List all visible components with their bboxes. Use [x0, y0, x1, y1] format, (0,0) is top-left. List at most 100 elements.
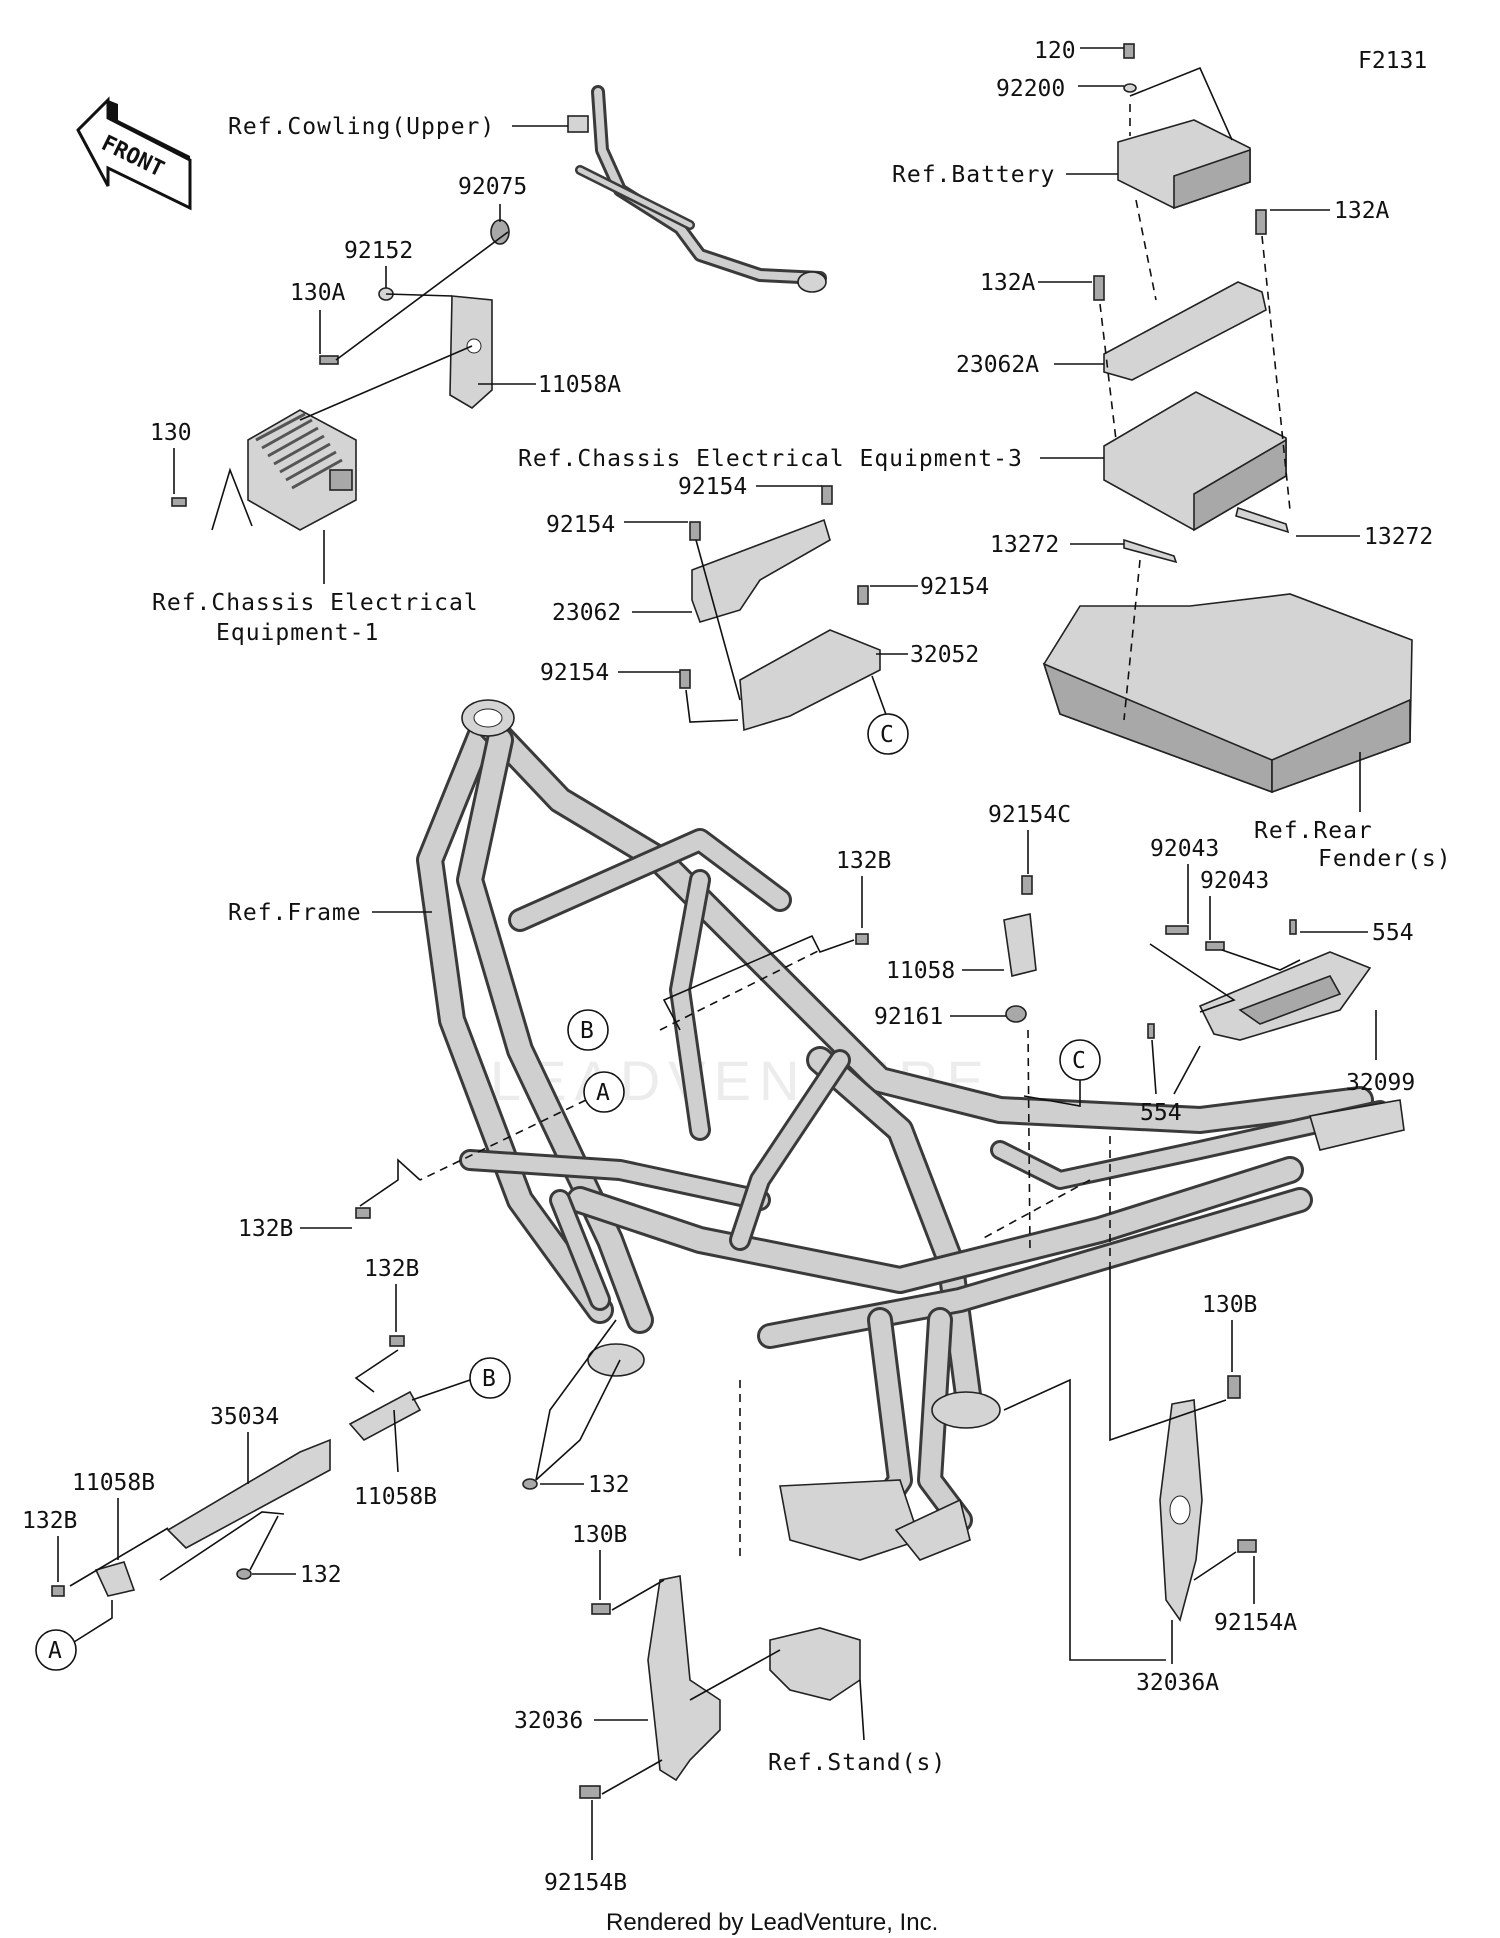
washer-92200 [1123, 83, 1137, 93]
label-ref-chassis-elec-1-l2: Equipment-1 [216, 620, 379, 646]
label-92154-d: 92154 [540, 660, 609, 686]
battery-tray [1042, 593, 1413, 794]
cowling-stay [567, 85, 827, 293]
bracket-23062 [691, 518, 831, 623]
bolt-130 [171, 497, 187, 507]
callout-b-lower [469, 1357, 511, 1399]
collar-92075 [490, 219, 510, 245]
label-32036: 32036 [514, 1708, 583, 1734]
footer-credit: Rendered by LeadVenture, Inc. [606, 1909, 938, 1936]
label-11058: 11058 [886, 958, 955, 984]
callout-c-mid-label: C [1072, 1048, 1086, 1074]
label-92154-c: 92154 [920, 574, 989, 600]
bolt-92154-b [821, 485, 833, 505]
label-554-b: 554 [1140, 1100, 1182, 1126]
label-ref-stand: Ref.Stand(s) [768, 1750, 946, 1776]
label-130B-l: 130B [572, 1522, 627, 1548]
bracket-11058B-m [348, 1390, 422, 1442]
label-92075: 92075 [458, 174, 527, 200]
stand-bracket [769, 1627, 861, 1701]
bolt-92154A [1237, 1539, 1257, 1553]
bolt-132B-bl [51, 1585, 65, 1597]
label-132B-left: 132B [238, 1216, 293, 1242]
nut-132-a [522, 1478, 538, 1490]
label-23062A: 23062A [956, 352, 1039, 378]
label-132A-r: 132A [1334, 198, 1390, 224]
regulator-unit [247, 409, 357, 531]
label-11058B-m: 11058B [354, 1484, 437, 1510]
label-92161: 92161 [874, 1004, 943, 1030]
label-32036A: 32036A [1136, 1670, 1219, 1696]
label-13272-l: 13272 [990, 532, 1059, 558]
callout-a-lower [35, 1629, 77, 1671]
bolt-132B-mid [389, 1335, 405, 1347]
label-32099: 32099 [1346, 1070, 1415, 1096]
label-132A-l: 132A [980, 270, 1036, 296]
label-92154-a: 92154 [678, 474, 747, 500]
callout-a-frame [583, 1071, 625, 1113]
bolt-130B-r [1227, 1375, 1241, 1399]
label-ref-rear-fender-l2: Fender(s) [1318, 846, 1452, 872]
bolt-132A-r [1255, 209, 1267, 235]
label-11058A: 11058A [538, 372, 621, 398]
bolt-92043-b [1205, 941, 1225, 951]
bolt-130B-l [591, 1603, 611, 1615]
label-ref-battery: Ref.Battery [892, 162, 1055, 188]
label-ref-cowling: Ref.Cowling(Upper) [228, 114, 495, 140]
bracket-32052 [739, 629, 881, 732]
front-arrow-icon: FRONT [76, 96, 192, 211]
label-ref-chassis-elec-3: Ref.Chassis Electrical Equipment-3 [518, 446, 1023, 472]
label-32052: 32052 [910, 642, 979, 668]
label-132B-bl: 132B [22, 1508, 77, 1534]
pin-554-b [1147, 1023, 1155, 1039]
nut-132-b [236, 1568, 252, 1580]
callout-a-frame-label: A [596, 1080, 610, 1106]
bolt-120 [1123, 43, 1135, 59]
callout-a-lower-label: A [48, 1638, 62, 1664]
bolt-132B-top [855, 933, 869, 945]
label-ref-frame: Ref.Frame [228, 900, 362, 926]
diagram-id: F2131 [1358, 48, 1427, 74]
label-132B-mid: 132B [364, 1256, 419, 1282]
bolt-92154-a [689, 521, 701, 541]
label-132B-top: 132B [836, 848, 891, 874]
bracket-23062A [1103, 281, 1267, 381]
band-13272-l [1123, 538, 1178, 564]
bracket-11058B-l [94, 1561, 136, 1597]
callout-b-lower-label: B [482, 1366, 496, 1392]
callout-b-frame-label: B [580, 1018, 594, 1044]
label-35034: 35034 [210, 1404, 279, 1430]
label-11058B-l: 11058B [72, 1470, 155, 1496]
bracket-11058 [1003, 913, 1037, 977]
label-132-b: 132 [300, 1562, 342, 1588]
band-13272-r [1235, 506, 1290, 534]
plate-32036A [1159, 1399, 1203, 1622]
label-23062: 23062 [552, 600, 621, 626]
label-92152: 92152 [344, 238, 413, 264]
label-92200: 92200 [996, 76, 1065, 102]
label-92043-b: 92043 [1200, 868, 1269, 894]
bolt-130A [319, 355, 339, 365]
label-92043-a: 92043 [1150, 836, 1219, 862]
label-13272-r: 13272 [1364, 524, 1433, 550]
bolt-92154-c [857, 585, 869, 605]
label-ref-rear-fender-l1: Ref.Rear [1254, 818, 1373, 844]
bolt-132B-left [355, 1207, 371, 1219]
label-ref-chassis-elec-1-l1: Ref.Chassis Electrical [152, 590, 479, 616]
grommet-92161 [1005, 1005, 1027, 1023]
pin-554-a [1289, 919, 1297, 935]
bracket-32099 [1198, 951, 1372, 1041]
ecu-box [1103, 391, 1287, 532]
bolt-92154-d [679, 669, 691, 689]
battery [1117, 119, 1251, 210]
label-554-a: 554 [1372, 920, 1414, 946]
label-130B-r: 130B [1202, 1292, 1257, 1318]
label-92154C: 92154C [988, 802, 1071, 828]
bracket-11058A [449, 295, 493, 409]
label-130: 130 [150, 420, 192, 446]
main-frame [416, 699, 1405, 1561]
label-132-a: 132 [588, 1472, 630, 1498]
bolt-92154B [579, 1785, 601, 1799]
bracket-35034 [166, 1438, 331, 1549]
